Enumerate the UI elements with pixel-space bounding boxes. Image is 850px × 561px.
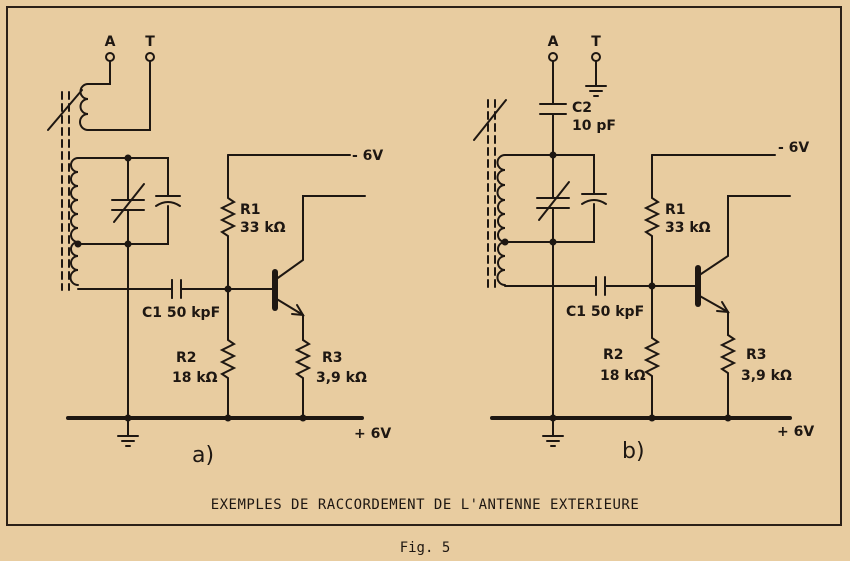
figure-label: Fig. 5 [399,540,451,556]
r1-value-b: 33 kΩ [665,220,711,236]
resistor-r3-b [719,334,737,419]
diagram-frame [6,6,842,526]
r1-value-a: 33 kΩ [240,220,286,236]
terminal-t-b [591,52,601,62]
capacitor-c2-b [539,60,567,156]
ground-symbol-a [117,417,139,447]
tuning-coil-a [69,157,79,286]
variable-capacitor-a [111,157,145,245]
supply-neg-a: - 6V [352,148,383,164]
supply-pos-b: + 6V [777,424,814,440]
r2-name-b: R2 [603,347,624,363]
r3-value-a: 3,9 kΩ [316,370,367,386]
r3-name-a: R3 [322,350,343,366]
trimmer-capacitor-a [155,195,181,207]
supply-neg-b: - 6V [778,140,809,156]
sublabel-b: b) [622,439,645,464]
resistor-r2-b [643,285,661,419]
diagram-caption: EXEMPLES DE RACCORDEMENT DE L'ANTENNE EX… [210,497,640,513]
terminal-a-label: A [105,34,116,50]
resistor-r2-a [219,288,237,419]
terminal-t-label: T [591,34,601,50]
r3-name-b: R3 [746,347,767,363]
c1-label-b: C1 50 kpF [566,304,644,320]
capacitor-c1-a [171,279,182,299]
c2-name-b: C2 [572,100,592,116]
terminal-t-a [145,52,155,62]
core-adjust-arrow-b [473,99,507,141]
r3-value-b: 3,9 kΩ [741,368,792,384]
trimmer-capacitor-b [581,193,607,205]
sublabel-a: a) [192,443,214,468]
r2-name-a: R2 [176,350,197,366]
ground-symbol-t-b [585,60,607,97]
r2-value-b: 18 kΩ [600,368,646,384]
terminal-a-a [105,52,115,62]
r2-value-a: 18 kΩ [172,370,218,386]
terminal-t-label: T [145,34,155,50]
capacitor-c1-b [595,276,606,296]
c2-value-b: 10 pF [572,118,616,134]
supply-pos-a: + 6V [354,426,391,442]
ground-symbol-b [542,417,564,447]
r1-name-b: R1 [665,202,686,218]
circuit-b: A T C2 10 pF C1 50 kpF R1 [473,34,814,464]
resistor-r1-b [643,154,661,287]
c1-label-a: C1 50 kpF [142,305,220,321]
variable-capacitor-b [536,154,570,243]
resistor-r3-a [294,339,312,419]
resistor-r1-a [219,154,237,290]
circuit-a: A T C1 50 kpF R1 33 kΩ [47,34,391,468]
tuning-coil-b [496,154,506,286]
terminal-a-label: A [548,34,559,50]
core-adjust-arrow-a [47,89,83,131]
terminal-a-b [548,52,558,62]
r1-name-a: R1 [240,202,261,218]
